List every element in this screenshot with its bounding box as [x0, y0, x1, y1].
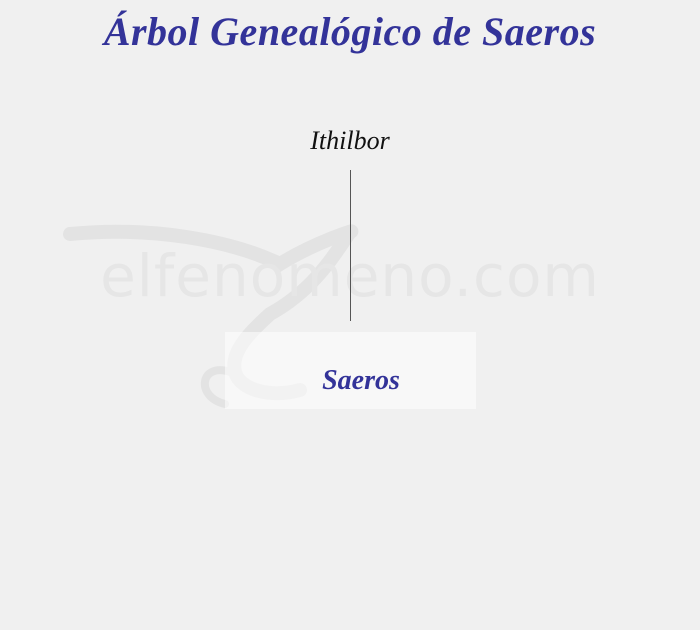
- child-node-name: Saeros: [322, 365, 400, 396]
- parent-node-name: Ithilbor: [310, 126, 390, 155]
- tree-connector-line: [350, 170, 351, 321]
- child-node: Saeros: [225, 332, 476, 409]
- page-title: Árbol Genealógico de Saeros: [103, 9, 597, 54]
